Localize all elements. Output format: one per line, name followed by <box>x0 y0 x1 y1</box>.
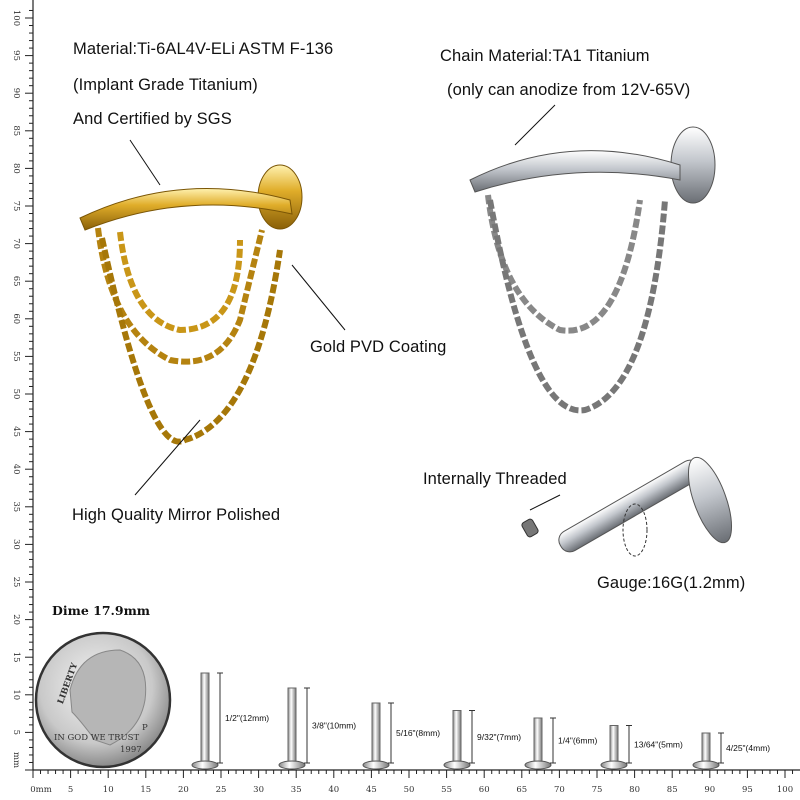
pin-disc <box>524 760 552 770</box>
coating-label: Gold PVD Coating <box>310 338 447 356</box>
coin-mint-mark: P <box>142 723 148 733</box>
threading-label: Internally Threaded <box>423 470 567 488</box>
pin-length-label: 9/32"(7mm) <box>477 732 521 742</box>
ruler-label-y: 35 <box>11 501 21 512</box>
ruler-label-x: 55 <box>441 785 452 795</box>
ruler-label-x: 90 <box>704 785 715 795</box>
pin-10mm: 3/8"(10mm) <box>278 687 356 770</box>
ruler-label-x: 35 <box>291 785 302 795</box>
ruler-label-y: 100 <box>11 10 21 26</box>
dimension-line <box>388 702 394 764</box>
ruler-label-y: 65 <box>11 276 21 287</box>
ruler-label-x: 0mm <box>30 785 52 795</box>
polish-label: High Quality Mirror Polished <box>72 506 281 524</box>
ruler-label-y: 40 <box>11 464 21 475</box>
pin-4mm: 4/25"(4mm) <box>692 732 770 770</box>
silver-earring <box>469 126 716 414</box>
ruler-label-x: 70 <box>554 785 565 795</box>
pin-disc <box>692 760 720 770</box>
ruler-label-x: 95 <box>742 785 753 795</box>
pin-length-label: 4/25"(4mm) <box>726 743 770 753</box>
pin-length-label: 3/8"(10mm) <box>312 721 356 731</box>
pin-shaft <box>287 687 297 764</box>
chain-material-label: Chain Material:TA1 Titanium <box>440 47 650 65</box>
pin-disc <box>362 760 390 770</box>
pin-length-chart: 1/2"(12mm) 3/8"(10mm) 5/16"(8mm) 9/32"(7mm)… <box>191 672 770 770</box>
ruler-label-x: 85 <box>667 785 678 795</box>
ruler-label-y: 90 <box>11 88 21 99</box>
ruler-label-y: 25 <box>11 577 21 588</box>
ruler-label-y: 80 <box>11 163 21 174</box>
ruler-label-x: 60 <box>479 785 490 795</box>
dimension-line <box>718 732 724 764</box>
ruler-label-x: 5 <box>68 785 73 795</box>
ruler-label-y: 50 <box>11 389 21 400</box>
dimension-line <box>469 710 475 764</box>
ruler-label-x: 40 <box>328 785 339 795</box>
pin-shaft <box>609 725 619 764</box>
pin-length-label: 1/4"(6mm) <box>558 736 598 746</box>
ruler-label-y: 85 <box>11 125 21 136</box>
ruler-label-x: 10 <box>103 785 114 795</box>
gauge-label: Gauge:16G(1.2mm) <box>597 574 746 592</box>
pin-8mm: 5/16"(8mm) <box>362 702 440 770</box>
ruler-label-y: 10 <box>11 689 21 700</box>
material-grade-label: (Implant Grade Titanium) <box>73 76 258 94</box>
pin-length-label: 13/64"(5mm) <box>634 739 683 749</box>
dimension-line <box>626 725 632 764</box>
dimension-line <box>217 672 223 764</box>
ruler-label-x: 50 <box>404 785 415 795</box>
ruler-label-y: 60 <box>11 313 21 324</box>
dimension-line <box>304 687 310 764</box>
ruler: 0mm 5 10 15 20 25 30 35 40 45 50 55 60 65 70 75 80 85 90 95… <box>11 0 800 795</box>
dimension-line <box>550 717 556 764</box>
anodize-label: (only can anodize from 12V-65V) <box>447 81 691 99</box>
pin-7mm: 9/32"(7mm) <box>443 710 521 770</box>
pin-12mm: 1/2"(12mm) <box>191 672 269 770</box>
pin-length-label: 1/2"(12mm) <box>225 713 269 723</box>
ruler-label-y: 55 <box>11 351 21 362</box>
labret-post <box>521 456 733 557</box>
ruler-label-x: 80 <box>629 785 640 795</box>
ruler-label-x: 45 <box>366 785 377 795</box>
pin-shaft <box>533 717 543 764</box>
ruler-label-y: 20 <box>11 614 21 625</box>
ruler-label-y: 15 <box>11 652 21 663</box>
ruler-label-y: mm <box>11 752 21 768</box>
pin-6mm: 1/4"(6mm) <box>524 717 598 770</box>
ruler-label-x: 15 <box>140 785 151 795</box>
ruler-label-x: 100 <box>777 785 793 795</box>
ruler-label-y: 30 <box>11 539 21 550</box>
pin-disc <box>600 760 628 770</box>
pin-length-label: 5/16"(8mm) <box>396 728 440 738</box>
coin-year-text: 1997 <box>120 745 142 755</box>
ruler-label-y: 70 <box>11 238 21 249</box>
ruler-label-x: 65 <box>516 785 527 795</box>
certification-label: And Certified by SGS <box>73 110 232 128</box>
ruler-label-x: 30 <box>253 785 264 795</box>
ruler-label-y: 75 <box>11 201 21 212</box>
coin-motto-text: IN GOD WE TRUST <box>54 733 139 743</box>
pin-shaft <box>452 710 462 764</box>
pin-shaft <box>371 702 381 764</box>
ruler-label-y: 45 <box>11 426 21 437</box>
ruler-label-y: 5 <box>11 730 21 735</box>
ruler-label-x: 75 <box>592 785 603 795</box>
ruler-label-y: 95 <box>11 50 21 61</box>
leader-lines <box>129 104 561 511</box>
pin-5mm: 13/64"(5mm) <box>600 725 683 770</box>
gold-earring <box>79 164 303 445</box>
dime-label: Dime 17.9mm <box>52 603 151 618</box>
pin-shaft <box>701 732 711 764</box>
ruler-label-x: 25 <box>216 785 227 795</box>
pin-disc <box>191 760 219 770</box>
dime-coin: LIBERTY IN GOD WE TRUST 1997 P <box>34 631 172 769</box>
ruler-label-x: 20 <box>178 785 189 795</box>
pin-disc <box>278 760 306 770</box>
pin-shaft <box>200 672 210 764</box>
pin-disc <box>443 760 471 770</box>
material-label: Material:Ti-6AL4V-ELi ASTM F-136 <box>73 40 334 58</box>
